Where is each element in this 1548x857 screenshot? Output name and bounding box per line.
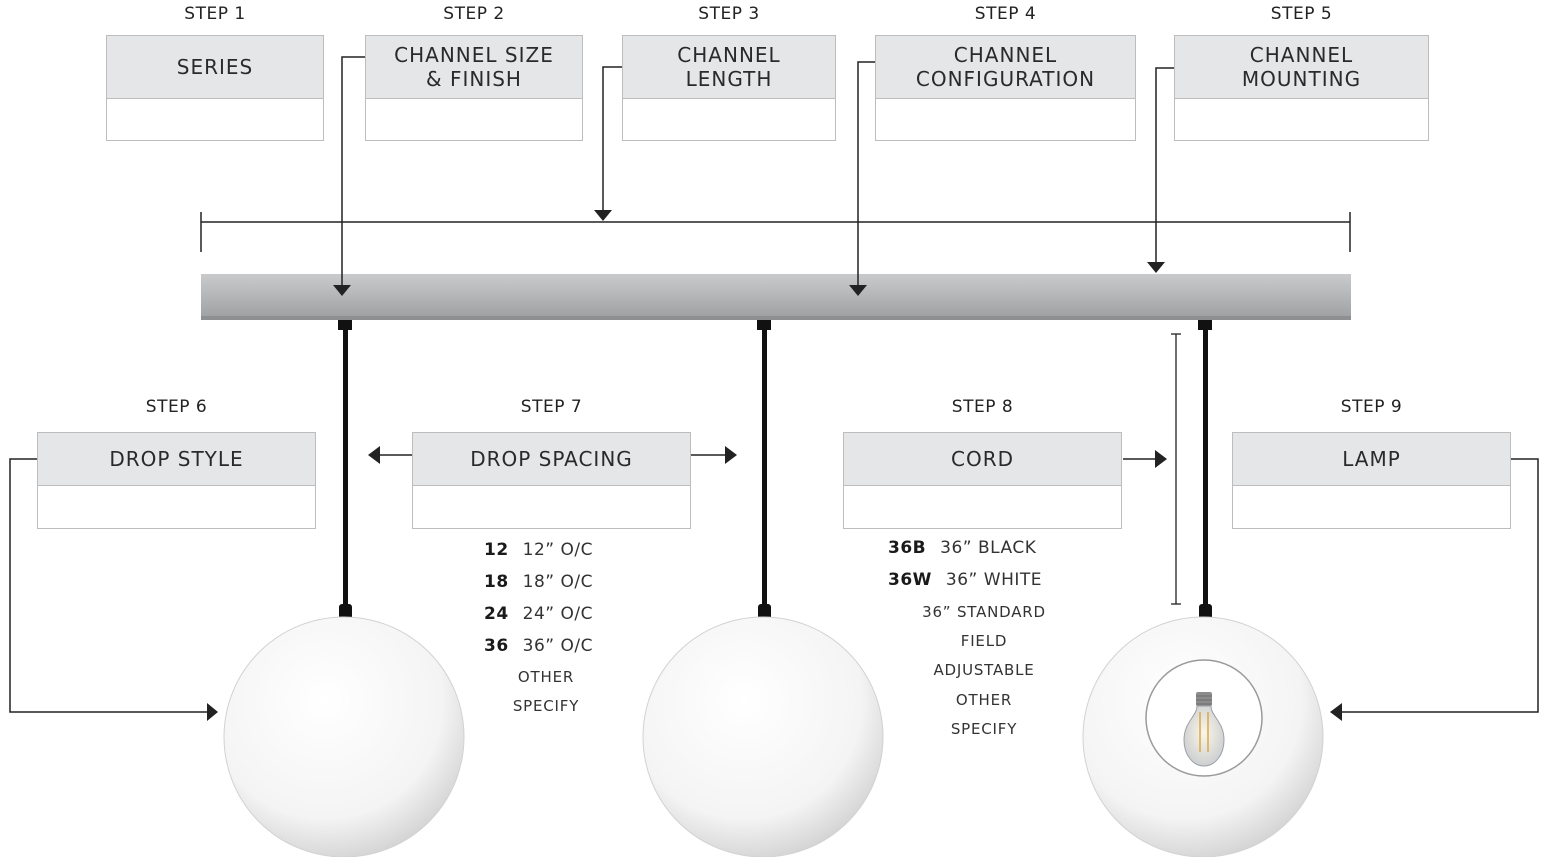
list-item[interactable]: 36B 36” BLACK xyxy=(888,538,1036,558)
option-code: 18 xyxy=(484,572,509,592)
drop-spacing-box[interactable]: DROP SPACING xyxy=(412,432,691,529)
series-title: SERIES xyxy=(107,36,323,99)
channel-configuration-title: CHANNEL CONFIGURATION xyxy=(876,36,1135,99)
option-other: OTHER xyxy=(517,668,575,686)
arrow-right-icon xyxy=(725,446,737,464)
drop-style-box[interactable]: DROP STYLE xyxy=(37,432,316,529)
list-item[interactable]: 36 36” O/C xyxy=(484,636,593,656)
leader-step6 xyxy=(9,458,208,713)
arrow-down-icon xyxy=(849,285,867,296)
step2-label: STEP 2 xyxy=(443,4,505,24)
bulb-icon xyxy=(1145,659,1263,777)
globe-pendant-icon xyxy=(223,616,465,857)
option-specify: SPECIFY xyxy=(950,720,1018,738)
arrow-down-icon xyxy=(1147,262,1165,273)
step9-label: STEP 9 xyxy=(1340,397,1403,417)
option-desc: 36” O/C xyxy=(522,636,593,656)
cord-title: CORD xyxy=(844,433,1121,486)
step8-label: STEP 8 xyxy=(951,397,1014,417)
cord-box[interactable]: CORD xyxy=(843,432,1122,529)
step4-label: STEP 4 xyxy=(974,4,1037,24)
step3-label: STEP 3 xyxy=(698,4,760,24)
channel-configuration-box[interactable]: CHANNEL CONFIGURATION xyxy=(875,35,1136,141)
arrow-down-icon xyxy=(594,210,612,221)
list-item[interactable]: 18 18” O/C xyxy=(484,572,593,592)
step6-label: STEP 6 xyxy=(145,397,208,417)
channel-length-box[interactable]: CHANNEL LENGTH xyxy=(622,35,836,141)
option-desc: 18” O/C xyxy=(522,572,593,592)
option-code: 36W xyxy=(888,570,932,590)
drop-spacing-title: DROP SPACING xyxy=(413,433,690,486)
drop-style-title: DROP STYLE xyxy=(38,433,315,486)
option-code: 36B xyxy=(888,538,927,558)
option-code: 36 xyxy=(484,636,509,656)
option-standard: 36” STANDARD xyxy=(922,603,1046,621)
channel-size-finish-title: CHANNEL SIZE & FINISH xyxy=(366,36,582,99)
list-item[interactable]: 12 12” O/C xyxy=(484,540,593,560)
option-field: FIELD xyxy=(960,632,1008,650)
lamp-box[interactable]: LAMP xyxy=(1232,432,1511,529)
option-code: 24 xyxy=(484,604,509,624)
channel-length-title: CHANNEL LENGTH xyxy=(623,36,835,99)
lamp-title: LAMP xyxy=(1233,433,1510,486)
option-desc: 12” O/C xyxy=(522,540,593,560)
leader-step5 xyxy=(1155,67,1174,263)
step7-label: STEP 7 xyxy=(520,397,583,417)
arrow-right-icon xyxy=(207,703,218,721)
channel-mounting-title: CHANNEL MOUNTING xyxy=(1175,36,1428,99)
arrow-right-icon xyxy=(1155,450,1167,468)
option-code: 12 xyxy=(484,540,509,560)
arrow-left-icon xyxy=(1330,703,1342,721)
globe-pendant-icon xyxy=(642,616,884,857)
list-item[interactable]: 24 24” O/C xyxy=(484,604,593,624)
pendant-stems xyxy=(338,320,1212,620)
arrow-down-icon xyxy=(333,285,351,296)
arrow-left-icon xyxy=(368,446,380,464)
option-desc: 36” BLACK xyxy=(940,538,1037,558)
option-other: OTHER xyxy=(955,691,1013,709)
option-adjustable: ADJUSTABLE xyxy=(933,661,1035,679)
option-desc: 36” WHITE xyxy=(945,570,1042,590)
leader-step3 xyxy=(602,66,622,212)
step1-label: STEP 1 xyxy=(184,4,246,24)
series-box[interactable]: SERIES xyxy=(106,35,324,141)
option-desc: 24” O/C xyxy=(522,604,593,624)
channel-mounting-box[interactable]: CHANNEL MOUNTING xyxy=(1174,35,1429,141)
channel-size-finish-box[interactable]: CHANNEL SIZE & FINISH xyxy=(365,35,583,141)
channel-bar xyxy=(201,274,1351,320)
length-dimension xyxy=(200,212,1351,252)
cord-length-dimension xyxy=(1171,333,1181,605)
leader-step2 xyxy=(341,56,365,286)
option-specify: SPECIFY xyxy=(512,697,580,715)
list-item[interactable]: 36W 36” WHITE xyxy=(888,570,1042,590)
step5-label: STEP 5 xyxy=(1270,4,1333,24)
leader-step9 xyxy=(1342,458,1539,713)
leader-step4 xyxy=(857,61,875,286)
